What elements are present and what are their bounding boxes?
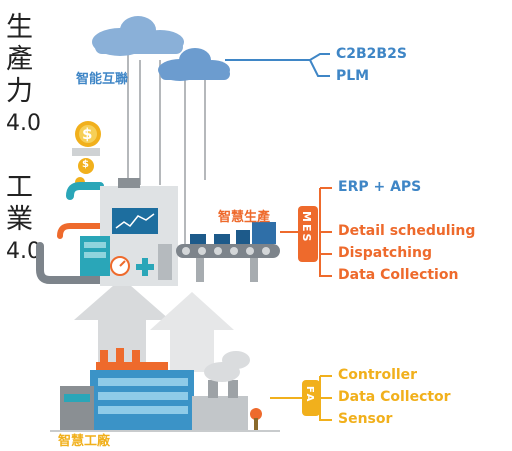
mes-section-label: 智慧生產 — [218, 210, 271, 225]
title-number: 4.0 — [6, 111, 41, 136]
mes-item-data-collection: Data Collection — [338, 267, 459, 283]
machine-screen — [112, 208, 158, 234]
fa-connectors — [270, 375, 332, 421]
title-number: 4.0 — [6, 239, 41, 264]
up-arrow-right — [150, 292, 234, 372]
mes-connectors — [280, 187, 332, 277]
smoke-clouds — [204, 351, 250, 382]
fa-item-controller: Controller — [338, 367, 418, 383]
fa-badge: FA — [304, 386, 315, 404]
title-char: 業 — [6, 204, 33, 235]
fa-item-sensor: Sensor — [338, 411, 393, 427]
up-arrow-left — [74, 278, 170, 372]
factory-building — [60, 348, 262, 430]
pipes — [36, 182, 114, 284]
coin-icons — [75, 121, 101, 187]
machine-header — [118, 178, 140, 188]
mes-badge: MES — [300, 211, 313, 244]
fa-badge-bg — [302, 380, 320, 416]
mes-item-detail-scheduling: Detail scheduling — [338, 223, 476, 239]
dpad-icon — [136, 258, 154, 276]
screen-chart — [115, 213, 155, 229]
vertical-title-industry: 工 業 4.0 — [6, 172, 41, 268]
fa-item-data-collector: Data Collector — [338, 389, 451, 405]
cloud-section-label: 智能互聯 — [76, 72, 129, 87]
cloud-item-c2b2b2s: C2B2B2S — [336, 46, 407, 62]
title-char: 力 — [6, 76, 33, 107]
cloud-icon-small — [158, 48, 230, 81]
title-char: 生 — [6, 12, 33, 43]
coin-symbol-small: $ — [82, 159, 89, 170]
fa-section-label: 智慧工廠 — [58, 434, 111, 449]
mes-item-dispatching: Dispatching — [338, 245, 432, 261]
coin-symbol: $ — [82, 125, 93, 143]
mes-item-erp-aps: ERP + APS — [338, 179, 422, 195]
coin-stand — [72, 148, 100, 156]
ground-line — [50, 430, 280, 432]
cloud-item-plm: PLM — [336, 68, 370, 84]
cloud-icon-large — [92, 16, 184, 56]
cloud-connectors — [225, 53, 330, 77]
product-boxes — [190, 222, 276, 244]
vertical-title-productivity: 生 產 力 4.0 — [6, 12, 41, 140]
title-char: 產 — [6, 44, 33, 75]
title-char: 工 — [6, 172, 33, 203]
mes-badge-bg — [298, 206, 318, 262]
